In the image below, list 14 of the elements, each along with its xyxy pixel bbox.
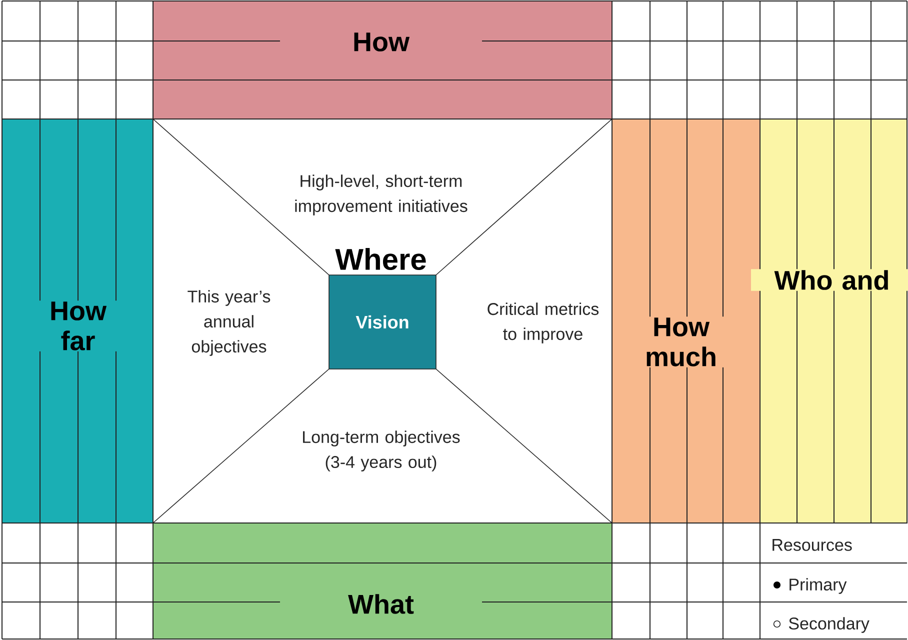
header-band: How far (2, 118, 154, 524)
header-band: Who and (751, 118, 908, 524)
header-band: How (152, 0, 612, 120)
legend-text: Primary (790, 578, 847, 594)
legend-title: Resources (772, 539, 852, 551)
node-label: Where (335, 248, 426, 270)
quadrant-text: This year’s annual objectives (188, 290, 270, 356)
legend-text: Secondary (788, 617, 870, 633)
vision-box: Where Vision (328, 248, 436, 370)
quadrant-text: Critical metrics to improve (488, 302, 599, 344)
quadrant-text: Long-term objectives (3-4 years out) (303, 430, 460, 472)
header-band: What (152, 522, 612, 640)
quadrant-text: High-level, short-term improvement initiatives (295, 174, 468, 216)
header-band: How much (612, 118, 760, 524)
